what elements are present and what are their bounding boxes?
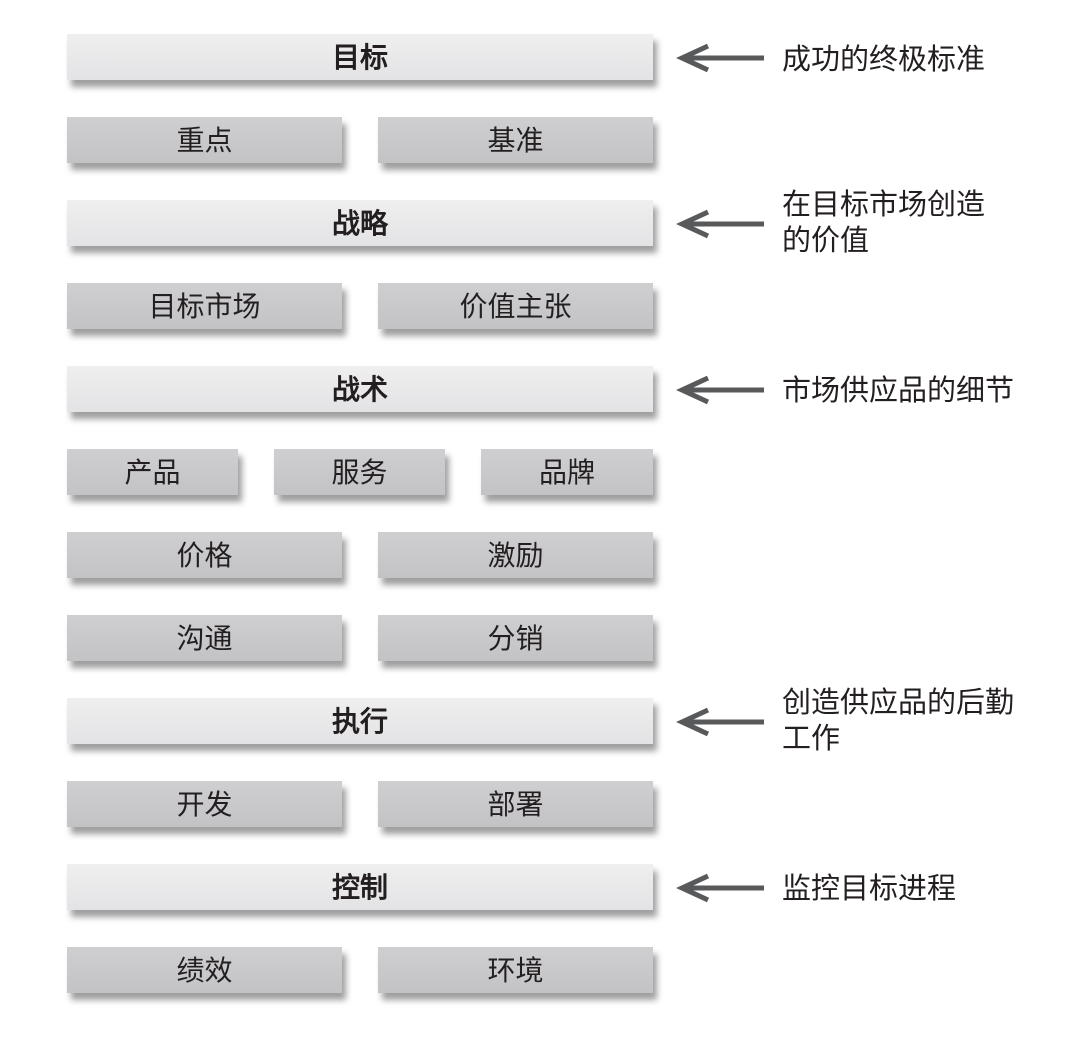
tactics-item-product: 产品 — [67, 449, 238, 495]
goal-item-benchmark-label: 基准 — [487, 124, 544, 157]
tier-goal-label: 目标 — [331, 41, 388, 74]
tier-strategy-note-line-2: 的价值 — [782, 223, 870, 257]
tier-implementation-note: 创造供应品的后勤 工作 — [782, 684, 1052, 756]
tactics-item-product-label: 产品 — [124, 456, 181, 489]
arrow-left-icon — [676, 43, 764, 73]
tier-implementation-box: 执行 — [67, 698, 653, 744]
arrow-left-icon — [676, 707, 764, 737]
strategy-item-value-proposition: 价值主张 — [378, 283, 653, 329]
tactics-item-distribution: 分销 — [378, 615, 653, 661]
tier-strategy-box: 战略 — [67, 200, 653, 246]
strategy-item-target-market: 目标市场 — [67, 283, 342, 329]
tier-tactics-label: 战术 — [331, 373, 388, 406]
tactics-item-brand-label: 品牌 — [538, 456, 595, 489]
tier-control-label: 控制 — [331, 871, 388, 904]
goal-item-benchmark: 基准 — [378, 117, 653, 163]
tier-strategy-label: 战略 — [331, 207, 388, 240]
implementation-item-development-label: 开发 — [176, 788, 233, 821]
tactics-item-price-label: 价格 — [176, 539, 233, 572]
control-item-performance: 绩效 — [67, 947, 342, 993]
tactics-item-incentives-label: 激励 — [487, 539, 544, 572]
goal-item-focus-label: 重点 — [176, 124, 233, 157]
tier-implementation-note-line-2: 工作 — [782, 721, 841, 755]
tier-strategy-note-line-1: 在目标市场创造 — [782, 187, 986, 221]
tier-goal-box: 目标 — [67, 34, 653, 80]
tactics-item-brand: 品牌 — [481, 449, 653, 495]
tactics-item-distribution-label: 分销 — [487, 622, 544, 655]
implementation-item-development: 开发 — [67, 781, 342, 827]
tier-implementation-note-line-1: 创造供应品的后勤 — [782, 685, 1015, 719]
tier-tactics-note: 市场供应品的细节 — [782, 373, 1015, 407]
control-item-environment-label: 环境 — [487, 954, 544, 987]
tier-goal-note: 成功的终极标准 — [782, 42, 986, 76]
tactics-item-service-label: 服务 — [331, 456, 388, 489]
control-item-performance-label: 绩效 — [176, 954, 233, 987]
implementation-item-deployment-label: 部署 — [487, 788, 544, 821]
tier-control-note: 监控目标进程 — [782, 871, 957, 905]
tactics-item-communication-label: 沟通 — [176, 622, 233, 655]
tier-control-box: 控制 — [67, 864, 653, 910]
tactics-item-incentives: 激励 — [378, 532, 653, 578]
control-item-environment: 环境 — [378, 947, 653, 993]
tactics-item-price: 价格 — [67, 532, 342, 578]
arrow-left-icon — [676, 873, 764, 903]
tier-implementation-label: 执行 — [331, 705, 388, 738]
strategy-item-target-market-label: 目标市场 — [148, 290, 261, 323]
tactics-item-service: 服务 — [274, 449, 445, 495]
arrow-left-icon — [676, 375, 764, 405]
tier-tactics-box: 战术 — [67, 366, 653, 412]
tactics-item-communication: 沟通 — [67, 615, 342, 661]
tier-strategy-note: 在目标市场创造 的价值 — [782, 186, 1052, 258]
goal-item-focus: 重点 — [67, 117, 342, 163]
implementation-item-deployment: 部署 — [378, 781, 653, 827]
strategy-item-value-proposition-label: 价值主张 — [459, 290, 572, 323]
arrow-left-icon — [676, 209, 764, 239]
